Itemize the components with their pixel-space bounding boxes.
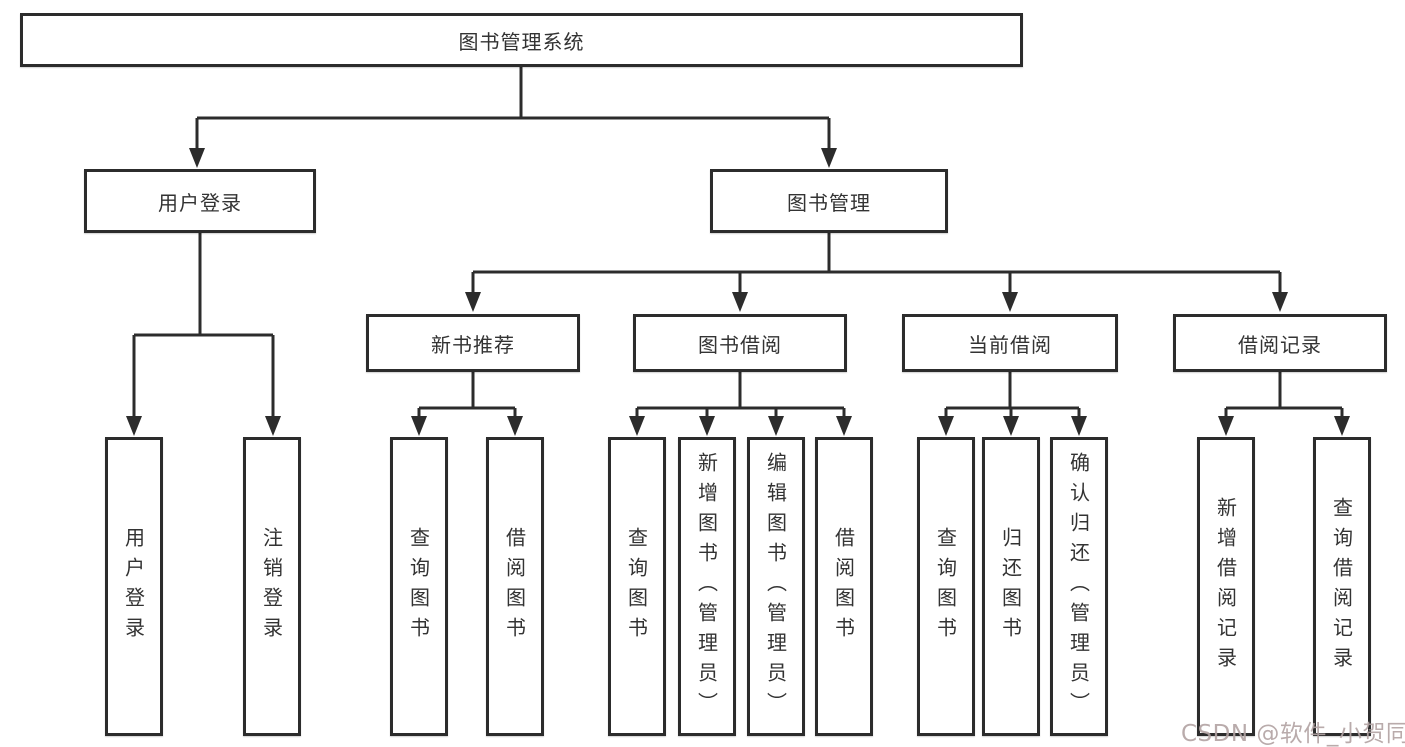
leaf-label: 用户登录	[121, 526, 146, 647]
leaf-edit-book-admin: 编辑图书（管理员）	[747, 437, 805, 736]
leaf-logout: 注销登录	[243, 437, 301, 736]
node-label: 当前借阅	[968, 332, 1052, 357]
node-label: 图书管理系统	[458, 29, 585, 54]
node-current-borrow: 当前借阅	[902, 314, 1118, 372]
node-new-book-recommend: 新书推荐	[366, 314, 580, 372]
leaf-borrow-book-1: 借阅图书	[486, 437, 544, 736]
node-user-login-group: 用户登录	[84, 169, 316, 233]
node-label: 借阅记录	[1238, 332, 1322, 357]
node-book-management: 图书管理	[710, 169, 948, 233]
node-label: 用户登录	[158, 190, 242, 215]
leaf-label: 注销登录	[259, 526, 284, 647]
node-borrow-record: 借阅记录	[1173, 314, 1387, 372]
leaf-query-book-2: 查询图书	[608, 437, 666, 736]
csdn-watermark: CSDN @软件_小贺同学	[1181, 721, 1405, 747]
leaf-query-borrow-record: 查询借阅记录	[1313, 437, 1371, 736]
node-book-borrow: 图书借阅	[633, 314, 847, 372]
leaf-user-login: 用户登录	[105, 437, 163, 736]
node-label: 新书推荐	[431, 332, 515, 357]
leaf-label: 查询图书	[933, 526, 958, 647]
node-label: 图书管理	[787, 190, 871, 215]
leaf-add-borrow-record: 新增借阅记录	[1197, 437, 1255, 736]
leaf-label: 查询图书	[406, 526, 431, 647]
leaf-query-book-3: 查询图书	[917, 437, 975, 736]
leaf-query-book-1: 查询图书	[390, 437, 448, 736]
leaf-label: 编辑图书（管理员）	[763, 451, 788, 722]
leaf-label: 归还图书	[998, 526, 1023, 647]
leaf-label: 借阅图书	[502, 526, 527, 647]
leaf-borrow-book-2: 借阅图书	[815, 437, 873, 736]
leaf-label: 确认归还（管理员）	[1066, 451, 1091, 722]
leaf-return-book: 归还图书	[982, 437, 1040, 736]
leaf-label: 新增借阅记录	[1213, 496, 1238, 677]
leaf-label: 新增图书（管理员）	[694, 451, 719, 722]
node-label: 图书借阅	[698, 332, 782, 357]
leaf-add-book-admin: 新增图书（管理员）	[678, 437, 736, 736]
node-library-management-system: 图书管理系统	[20, 13, 1023, 67]
leaf-label: 查询图书	[624, 526, 649, 647]
leaf-label: 借阅图书	[831, 526, 856, 647]
leaf-label: 查询借阅记录	[1329, 496, 1354, 677]
leaf-confirm-return-admin: 确认归还（管理员）	[1050, 437, 1108, 736]
